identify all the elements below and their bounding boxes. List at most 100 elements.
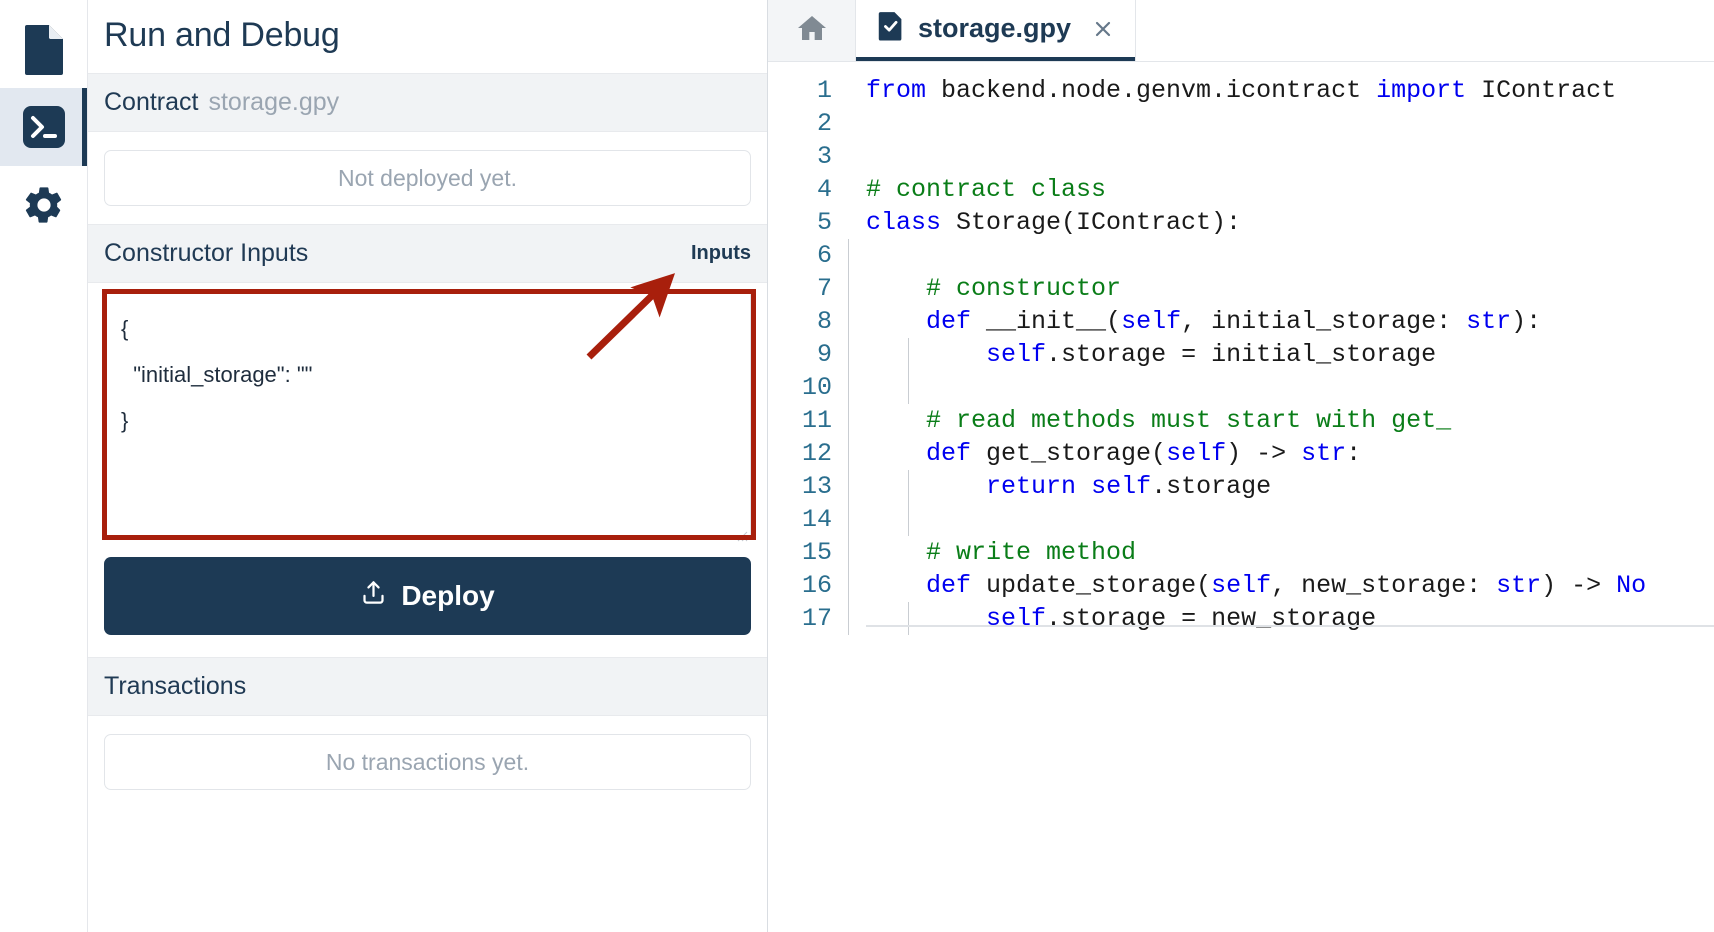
terminal-icon: [22, 105, 66, 149]
code-line: self.storage = initial_storage: [866, 338, 1714, 371]
code-line: # contract class: [866, 173, 1714, 206]
gear-icon: [22, 183, 66, 227]
code-token: return: [986, 472, 1092, 501]
code-bottom-edge: [866, 625, 1714, 627]
code-token: [866, 604, 986, 633]
code-line: [866, 371, 1714, 404]
code-token: :: [1346, 439, 1362, 468]
code-token: [866, 307, 926, 336]
tab-label: storage.gpy: [918, 13, 1072, 43]
code-token: str: [1496, 571, 1542, 600]
line-number: 15: [801, 538, 832, 567]
code-token: # contract class: [866, 175, 1107, 204]
code-line: self.storage = new_storage: [866, 602, 1714, 635]
line-number: 17: [801, 604, 832, 633]
code-token: # write method: [866, 538, 1137, 567]
sidebar-item-file-explorer[interactable]: [0, 10, 87, 88]
code-token: # read methods must start with get_: [866, 406, 1452, 435]
code-token: .storage: [1151, 472, 1272, 501]
code-line: class Storage(IContract):: [866, 206, 1714, 239]
code-token: str: [1466, 307, 1512, 336]
code-token: ) ->: [1541, 571, 1617, 600]
file-icon: [23, 23, 65, 75]
constructor-inputs-textarea[interactable]: [104, 291, 751, 538]
line-number: 5: [816, 208, 832, 237]
code-token: ):: [1511, 307, 1542, 336]
activity-bar: [0, 0, 88, 932]
code-token: , new_storage:: [1271, 571, 1497, 600]
deploy-button-label: Deploy: [401, 580, 495, 611]
code-token: class: [866, 208, 957, 237]
code-token: self: [986, 604, 1047, 633]
code-token: self: [1091, 472, 1152, 501]
code-token: __init__(: [986, 307, 1122, 336]
code-line: # write method: [866, 536, 1714, 569]
run-and-debug-panel: Run and Debug Contract storage.gpy Not d…: [88, 0, 768, 932]
code-token: , initial_storage:: [1181, 307, 1467, 336]
contract-filename: storage.gpy: [208, 88, 340, 116]
file-check-icon: [878, 11, 904, 46]
line-number: 4: [816, 175, 832, 204]
line-number: 1: [816, 76, 832, 105]
code-line: # read methods must start with get_: [866, 404, 1714, 437]
code-content[interactable]: from backend.node.genvm.icontract import…: [848, 62, 1714, 932]
code-token: [866, 472, 986, 501]
contract-section-header: Contract storage.gpy: [88, 73, 767, 132]
home-tab[interactable]: [768, 0, 856, 61]
code-line: [866, 140, 1714, 173]
code-token: update_storage(: [986, 571, 1212, 600]
indent-guide: [848, 239, 849, 635]
close-icon[interactable]: [1091, 17, 1115, 41]
code-token: backend.node.genvm.icontract: [941, 76, 1377, 105]
code-line: [866, 503, 1714, 536]
transactions-header: Transactions: [88, 657, 767, 716]
line-number: 8: [816, 307, 832, 336]
code-token: get_storage(: [986, 439, 1167, 468]
indent-guide: [908, 338, 910, 404]
code-token: self: [1121, 307, 1182, 336]
deploy-button[interactable]: Deploy: [104, 557, 751, 635]
indent-guide: [908, 602, 910, 635]
tabbar-filler: [1135, 0, 1714, 61]
code-line: def update_storage(self, new_storage: st…: [866, 569, 1714, 602]
code-token: def: [926, 439, 987, 468]
code-token: self: [1166, 439, 1227, 468]
transactions-label: Transactions: [104, 672, 247, 700]
page-title: Run and Debug: [104, 16, 340, 54]
upload-icon: [360, 578, 387, 614]
inputs-mode-label[interactable]: Inputs: [691, 242, 751, 264]
code-token: .storage = new_storage: [1046, 604, 1377, 633]
constructor-inputs-editor-wrap: [102, 289, 756, 543]
code-token: str: [1301, 439, 1347, 468]
constructor-inputs-label: Constructor Inputs: [104, 239, 309, 267]
sidebar-item-run-and-debug[interactable]: [0, 88, 87, 166]
constructor-inputs-header: Constructor Inputs Inputs: [88, 224, 767, 283]
deployment-status: Not deployed yet.: [104, 150, 751, 206]
line-number: 12: [801, 439, 832, 468]
line-number: 6: [816, 241, 832, 270]
code-token: ) ->: [1226, 439, 1302, 468]
home-icon: [795, 12, 829, 49]
code-token: Storage(IContract):: [956, 208, 1242, 237]
code-token: .storage = initial_storage: [1046, 340, 1437, 369]
code-line: return self.storage: [866, 470, 1714, 503]
tab-storage-gpy[interactable]: storage.gpy: [856, 0, 1136, 61]
line-number: 14: [801, 505, 832, 534]
code-token: [866, 439, 926, 468]
line-number: 11: [801, 406, 832, 435]
line-number: 9: [816, 340, 832, 369]
sidebar-item-settings[interactable]: [0, 166, 87, 244]
editor-tabbar: storage.gpy: [768, 0, 1714, 62]
line-number: 13: [801, 472, 832, 501]
transactions-empty-state: No transactions yet.: [104, 734, 751, 790]
line-number: 2: [816, 109, 832, 138]
code-line: from backend.node.genvm.icontract import…: [866, 74, 1714, 107]
code-line: [866, 239, 1714, 272]
code-token: def: [926, 307, 987, 336]
code-line: def get_storage(self) -> str:: [866, 437, 1714, 470]
code-line: def __init__(self, initial_storage: str)…: [866, 305, 1714, 338]
